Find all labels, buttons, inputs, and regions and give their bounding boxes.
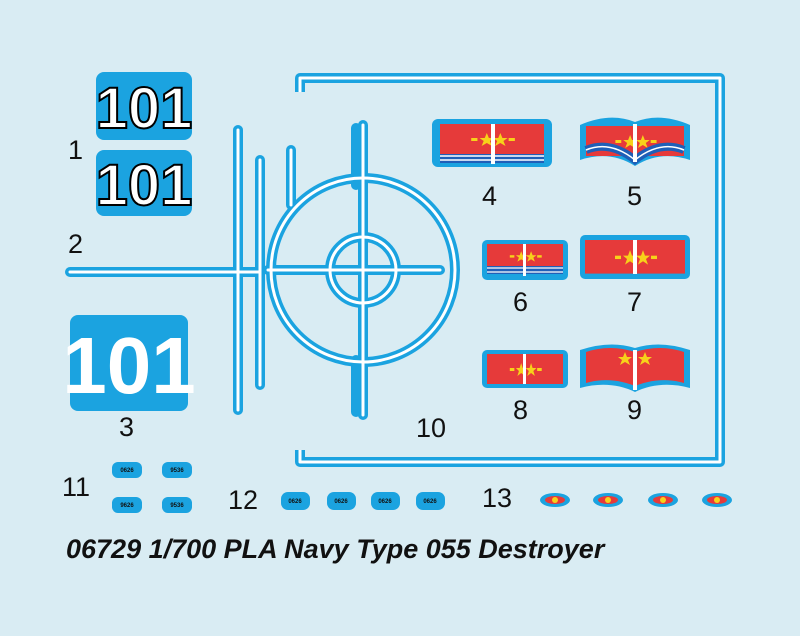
label-2: 2 bbox=[68, 229, 84, 259]
svg-text:0626: 0626 bbox=[288, 499, 302, 505]
decal-5-navy-flag-waving bbox=[580, 117, 690, 166]
decal-4-navy-flag bbox=[432, 119, 552, 167]
svg-text:9536: 9536 bbox=[170, 503, 184, 509]
sheet-title: 06729 1/700 PLA Navy Type 055 Destroyer bbox=[66, 534, 605, 564]
label-10: 10 bbox=[416, 413, 447, 443]
decal-1-hull-number-bottom: 101 bbox=[95, 150, 193, 219]
label-11: 11 bbox=[62, 472, 91, 502]
svg-text:101: 101 bbox=[96, 153, 193, 218]
label-6: 6 bbox=[513, 287, 529, 317]
label-7: 7 bbox=[627, 287, 643, 317]
decal-11-small-numbers: 0626 9536 9626 9536 bbox=[112, 462, 192, 513]
label-5: 5 bbox=[627, 181, 643, 211]
decal-2-lines bbox=[65, 120, 460, 420]
decal-12-small-numbers: 0626 0626 0626 0626 bbox=[281, 492, 445, 510]
decal-9-red-flag-waving bbox=[580, 344, 690, 392]
decal-13-emblems bbox=[540, 493, 732, 507]
svg-text:0626: 0626 bbox=[334, 499, 348, 505]
decal-6-navy-flag-small bbox=[482, 240, 568, 280]
label-8: 8 bbox=[513, 395, 529, 425]
svg-text:101: 101 bbox=[96, 76, 193, 141]
svg-text:9536: 9536 bbox=[170, 468, 184, 474]
label-3: 3 bbox=[119, 412, 135, 442]
label-13: 13 bbox=[482, 483, 513, 513]
decal-8-red-flag-small bbox=[482, 350, 568, 388]
decal-1-hull-number-top: 101 bbox=[95, 72, 193, 142]
label-9: 9 bbox=[627, 395, 643, 425]
svg-text:0626: 0626 bbox=[120, 468, 134, 474]
decal-3-hull-number: 101 bbox=[62, 315, 196, 411]
decal-10-frame bbox=[295, 73, 725, 467]
svg-text:0626: 0626 bbox=[423, 499, 437, 505]
label-4: 4 bbox=[482, 181, 498, 211]
svg-text:0626: 0626 bbox=[378, 499, 392, 505]
label-12: 12 bbox=[228, 485, 259, 515]
svg-text:101: 101 bbox=[62, 321, 195, 410]
svg-text:9626: 9626 bbox=[120, 503, 134, 509]
label-1: 1 bbox=[68, 135, 84, 165]
decal-7-red-flag bbox=[580, 235, 690, 279]
